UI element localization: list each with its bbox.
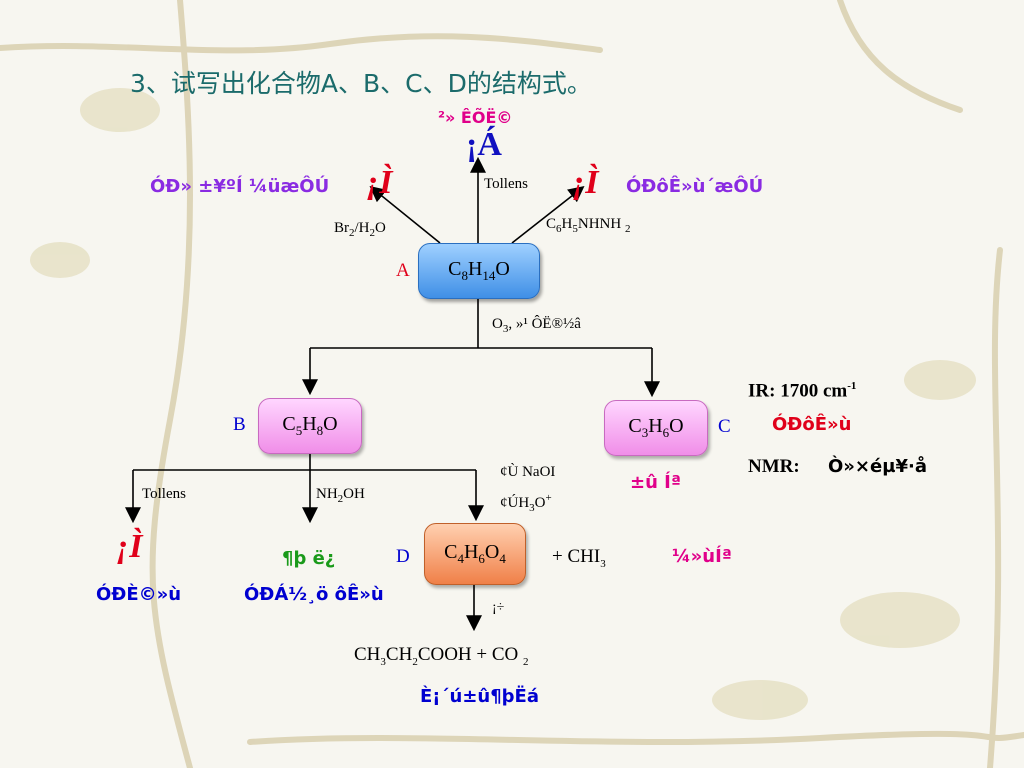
compound-d-box: C4H6O4 bbox=[424, 523, 526, 585]
compound-b-formula: C5H8O bbox=[282, 413, 338, 438]
o3-condition: »¹ Ô­Ë®½â bbox=[515, 316, 581, 332]
phenylhydrazine-label: C6H5NHNH 2 bbox=[546, 216, 631, 235]
b-tollens-result: ÓÐÈ©»ù bbox=[96, 584, 182, 605]
nmr-annotation: Ò»×éµ¥·å bbox=[828, 456, 927, 477]
o3-label: O3, »¹ Ô­Ë®½â bbox=[492, 316, 581, 335]
compound-d-formula: C4H6O4 bbox=[444, 541, 506, 566]
naoi-label: ¢Ù NaOI bbox=[500, 464, 556, 480]
top-result-mark: ¡Á bbox=[466, 126, 502, 163]
tollens-b-label: Tollens bbox=[142, 486, 186, 502]
b-check-mark: ¡Ì bbox=[116, 528, 143, 565]
c-name: ±û Íª bbox=[630, 472, 682, 493]
br2-label: Br2/H2O bbox=[334, 220, 386, 239]
right-annotation: ÓÐôÊ»ù´æÔÚ bbox=[626, 176, 764, 197]
page-title: 3、试写出化合物A、B、C、D的结构式。 bbox=[130, 69, 592, 98]
nmr-label: NMR: bbox=[748, 456, 800, 477]
compound-b-box: C5H8O bbox=[258, 398, 362, 454]
ir-label: IR: 1700 cm-1 bbox=[748, 380, 857, 402]
d-name: È¡´ú±û¶þËá bbox=[420, 686, 539, 707]
left-annotation: ÓÐ» ±¥ºÍ ¼üæÔÚ bbox=[150, 176, 330, 197]
products-label: CH3CH2COOH + CO 2 bbox=[354, 644, 529, 668]
label-a: A bbox=[396, 260, 410, 281]
compound-a-box: C8H14O bbox=[418, 243, 540, 299]
heat-label: ¡÷ bbox=[492, 600, 505, 615]
right-check-mark: ¡Ì bbox=[572, 164, 599, 201]
label-b: B bbox=[233, 414, 246, 435]
b-oxime-mark: ¶þ ë¿ bbox=[282, 548, 336, 569]
chi3-label: + CHI3 bbox=[552, 546, 606, 570]
label-d: D bbox=[396, 546, 410, 567]
tollens-top-label: Tollens bbox=[484, 176, 528, 192]
top-result-text: ²» ÊÕË© bbox=[438, 108, 513, 127]
h3o-label: ¢ÚH3O+ bbox=[500, 492, 552, 514]
left-check-mark: ¡Ì bbox=[366, 164, 393, 201]
o3-formula: O3, bbox=[492, 316, 516, 335]
compound-c-formula: C3H6O bbox=[628, 415, 684, 440]
ir-annotation: ÓÐôÊ»ù bbox=[772, 414, 852, 435]
compound-a-formula: C8H14O bbox=[448, 258, 510, 283]
nh2oh-label: NH2OH bbox=[316, 486, 365, 505]
compound-c-box: C3H6O bbox=[604, 400, 708, 456]
chi3-annotation: ¼»ùÍª bbox=[672, 546, 732, 567]
b-oxime-result: ÓÐÁ½¸ö ôÊ»ù bbox=[244, 584, 384, 605]
label-c: C bbox=[718, 416, 731, 437]
